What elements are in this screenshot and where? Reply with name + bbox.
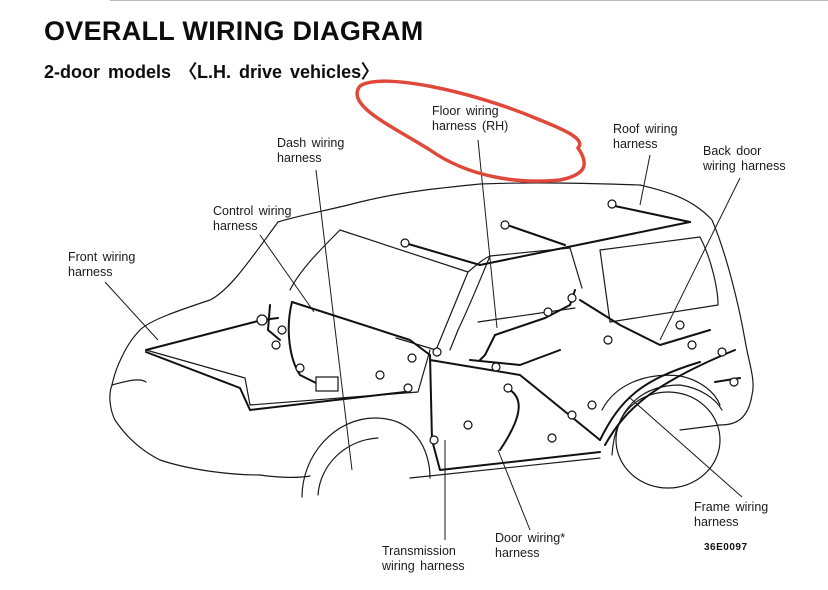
page-title: OVERALL WIRING DIAGRAM <box>44 16 424 46</box>
connector-icon <box>463 420 473 430</box>
red-annotation-ellipse <box>355 79 586 183</box>
label-line: harness <box>213 219 258 233</box>
leader-roof <box>639 154 651 206</box>
label-dash-wiring-harness: Dash wiring harness <box>277 136 344 166</box>
figure-code: 36E0097 <box>704 542 748 553</box>
label-roof-wiring-harness: Roof wiring harness <box>613 122 678 152</box>
connector-icon <box>271 340 281 350</box>
label-line: Frame wiring <box>694 500 769 514</box>
label-line: Roof wiring <box>613 122 678 136</box>
label-line: wiring harness <box>703 159 786 173</box>
label-transmission-wiring-harness: Transmission wiring harness <box>382 544 465 574</box>
connector-icon <box>607 199 617 209</box>
leader-dash <box>315 169 353 471</box>
leader-frame <box>629 397 743 498</box>
connector-icon <box>587 400 597 410</box>
page-subtitle: 2-door models 〈L.H. drive vehicles〉 <box>44 62 380 82</box>
connector-icon <box>432 347 442 357</box>
leader-control <box>259 234 315 313</box>
connector-icon <box>567 293 577 303</box>
label-line: Door wiring* <box>495 531 566 545</box>
harness-wires <box>145 204 741 471</box>
page-top-edge <box>110 0 828 1</box>
label-control-wiring-harness: Control wiring harness <box>213 204 291 234</box>
label-back-door-wiring-harness: Back door wiring harness <box>703 144 786 174</box>
connector-icon <box>277 325 287 335</box>
leader-front <box>104 281 159 341</box>
connector-icon <box>315 376 339 392</box>
label-line: Control wiring <box>213 204 292 218</box>
connector-icon <box>400 238 410 248</box>
connector-icon <box>429 435 439 445</box>
connector-icon <box>491 362 501 372</box>
label-door-wiring-harness: Door wiring* harness <box>495 531 565 561</box>
connector-icon <box>567 410 577 420</box>
connector-icon <box>500 220 510 230</box>
leader-floor-rh <box>477 139 498 329</box>
label-line: harness <box>495 546 540 560</box>
connector-icon <box>403 383 413 393</box>
label-front-wiring-harness: Front wiring harness <box>68 250 135 280</box>
connector-icon <box>256 314 268 326</box>
label-line: harness <box>613 137 658 151</box>
connector-icon <box>543 307 553 317</box>
label-frame-wiring-harness: Frame wiring harness <box>694 500 768 530</box>
leader-back-door <box>659 177 741 341</box>
leader-door <box>497 449 531 531</box>
label-line: harness <box>68 265 113 279</box>
label-line: harness <box>277 151 322 165</box>
connector-icon <box>295 363 305 373</box>
label-line: harness <box>694 515 739 529</box>
label-floor-wiring-harness-rh: Floor wiring harness (RH) <box>432 104 508 134</box>
connector-icon <box>687 340 697 350</box>
leader-lines <box>104 139 743 540</box>
label-line: Floor wiring <box>432 104 499 118</box>
label-line: harness (RH) <box>432 119 509 133</box>
connector-icon <box>717 347 727 357</box>
label-line: wiring harness <box>382 559 465 573</box>
connector-icon <box>603 335 613 345</box>
connector-icon <box>547 433 557 443</box>
label-line: Transmission <box>382 544 456 558</box>
connector-icon <box>375 370 385 380</box>
connector-icon <box>729 377 739 387</box>
label-line: Front wiring <box>68 250 136 264</box>
connectors <box>256 199 739 445</box>
connector-icon <box>675 320 685 330</box>
label-line: Back door <box>703 144 762 158</box>
connector-icon <box>407 353 417 363</box>
label-line: Dash wiring <box>277 136 345 150</box>
connector-icon <box>503 383 513 393</box>
vehicle-body-outline <box>109 182 754 498</box>
